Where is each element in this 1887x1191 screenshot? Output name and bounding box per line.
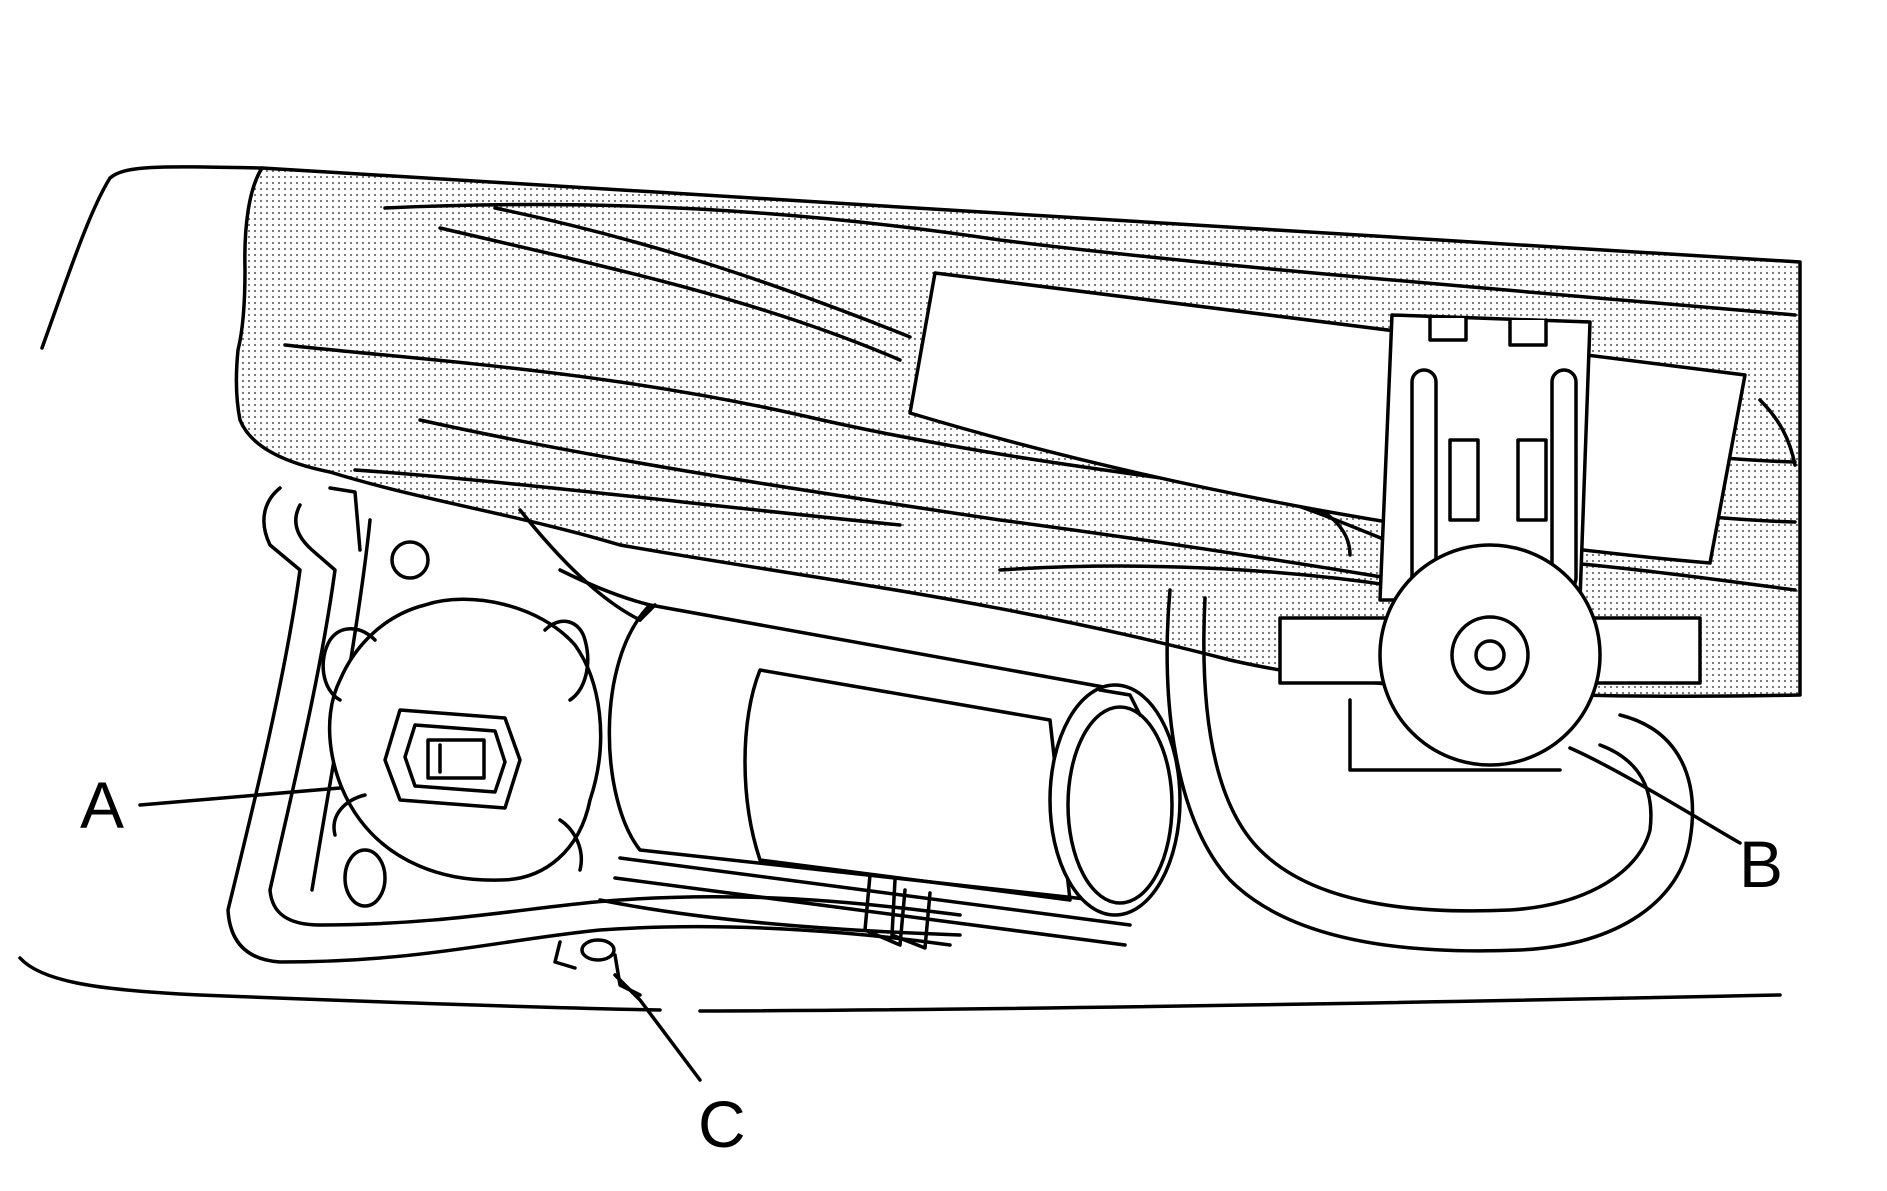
motor-strap-base bbox=[598, 898, 962, 937]
leader-line-c bbox=[613, 973, 702, 1082]
gear-housing-lobe bbox=[543, 619, 590, 702]
cowl-line bbox=[418, 418, 1402, 582]
harness-wire bbox=[638, 603, 657, 622]
frame-bolt bbox=[343, 848, 387, 908]
pivot-shaft-center bbox=[1474, 639, 1506, 671]
leader-line-b bbox=[1568, 746, 1742, 845]
pivot-shaft bbox=[1450, 615, 1530, 695]
motor-cylinder-band bbox=[618, 856, 1132, 927]
motor-connector-inner bbox=[403, 723, 507, 794]
motor-connector-pin bbox=[426, 738, 486, 780]
pivot-clip-right bbox=[1588, 616, 1702, 685]
cowl-line bbox=[283, 343, 1502, 582]
cowl-line bbox=[383, 202, 1797, 317]
motor-frame-edge bbox=[328, 486, 362, 552]
motor-frame-inner bbox=[268, 503, 962, 927]
motor-connector bbox=[383, 708, 522, 810]
gear-housing-lobe bbox=[332, 793, 367, 837]
linkage-loop bbox=[1165, 588, 1695, 953]
cowl-line bbox=[998, 564, 1422, 592]
frame-bolt bbox=[390, 540, 430, 580]
bracket-notch bbox=[1508, 318, 1548, 347]
cowl-line bbox=[438, 226, 902, 362]
fastener-c-head bbox=[580, 938, 616, 962]
motor-strap bbox=[863, 873, 907, 947]
body-panel-bottom-edge-left bbox=[18, 956, 662, 1012]
motor-strap bbox=[890, 878, 932, 950]
motor-cylinder-band bbox=[613, 876, 1127, 947]
motor-end-clip bbox=[1098, 688, 1142, 717]
bracket-notch bbox=[1428, 316, 1468, 342]
pivot-base bbox=[1348, 698, 1562, 772]
callout-label-a: A bbox=[80, 768, 125, 842]
leader-line-a bbox=[138, 786, 342, 807]
cowl-line bbox=[493, 206, 912, 339]
fastener-c bbox=[553, 940, 577, 970]
harness-wire bbox=[518, 508, 642, 622]
bracket-window bbox=[1516, 438, 1548, 522]
pivot-boss bbox=[1378, 543, 1602, 767]
gear-housing-lobe bbox=[558, 818, 583, 872]
motor-cylinder-highlight bbox=[743, 668, 1072, 902]
motor-end-cap bbox=[1048, 683, 1182, 917]
pivot-clip-left bbox=[1278, 616, 1392, 685]
bracket-window bbox=[1448, 438, 1480, 522]
cowl-line bbox=[1758, 398, 1797, 467]
motor-cylinder bbox=[607, 603, 1142, 907]
callout-label-b: B bbox=[1739, 827, 1784, 901]
body-panel-outline bbox=[40, 165, 264, 350]
callout-label-c: C bbox=[698, 1087, 746, 1161]
motor-end-cap-rim bbox=[1066, 705, 1174, 905]
linkage-loop-inner bbox=[1202, 596, 1653, 913]
harness-wire bbox=[558, 568, 652, 607]
body-panel-bottom-edge-right bbox=[698, 993, 1782, 1013]
gear-housing-lobe bbox=[321, 627, 377, 702]
cowl-line bbox=[353, 468, 902, 527]
motor-frame-outer bbox=[226, 486, 952, 964]
